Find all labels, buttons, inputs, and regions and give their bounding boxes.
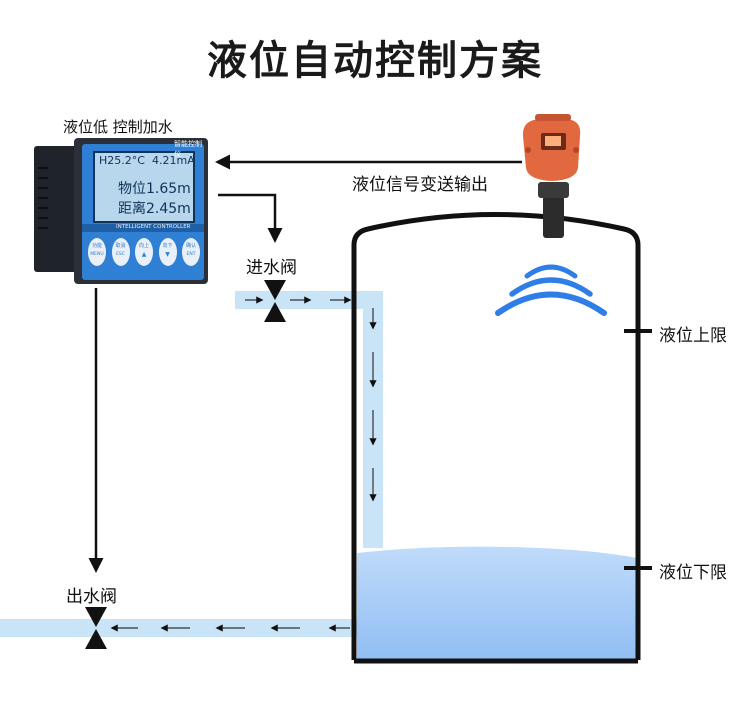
sensor-signal-label: 液位信号变送输出: [352, 175, 488, 195]
inlet-valve-label: 进水阀: [246, 258, 297, 278]
upper-limit-label: 液位上限: [659, 326, 727, 346]
screen-line-1-left: H25.2°C: [99, 154, 145, 167]
tank-water: [357, 546, 637, 663]
controller-model-text: INTELLIGENT CONTROLLER: [116, 224, 191, 230]
screen-line-2: 物位1.65m: [118, 181, 191, 197]
level-sensor-icon: [522, 114, 581, 238]
inlet-pipe: [235, 291, 383, 548]
page-title: 液位自动控制方案: [207, 38, 543, 84]
up-button[interactable]: 向上 ▲: [135, 238, 153, 266]
lower-limit-label: 液位下限: [659, 563, 727, 583]
screen-line-1-right: 4.21mA: [152, 154, 195, 167]
down-button[interactable]: 向下 ▼: [158, 238, 177, 266]
menu-button[interactable]: 功能 MENU: [88, 238, 106, 266]
ultrasonic-wave-icon: [495, 264, 607, 316]
outlet-valve-label: 出水阀: [66, 587, 117, 607]
controller-brand: 智能控制仪: [174, 140, 202, 158]
controller-buttons: 功能 MENU 取消 ESC 向上 ▲ 向下 ▼ 确认 ENT: [88, 238, 200, 270]
outlet-valve-icon[interactable]: [85, 607, 107, 649]
controller-panel: 智能控制仪 H25.2°C 4.21mA 物位1.65m 距离2.45m INT…: [34, 138, 208, 284]
tank-outline: [351, 212, 641, 660]
enter-button[interactable]: 确认 ENT: [182, 238, 200, 266]
control-line-inlet: [218, 193, 283, 243]
inlet-valve-icon[interactable]: [264, 280, 286, 322]
esc-button[interactable]: 取消 ESC: [111, 238, 130, 266]
screen-line-3: 距离2.45m: [118, 201, 191, 217]
controller-caption: 液位低 控制加水: [63, 118, 173, 136]
